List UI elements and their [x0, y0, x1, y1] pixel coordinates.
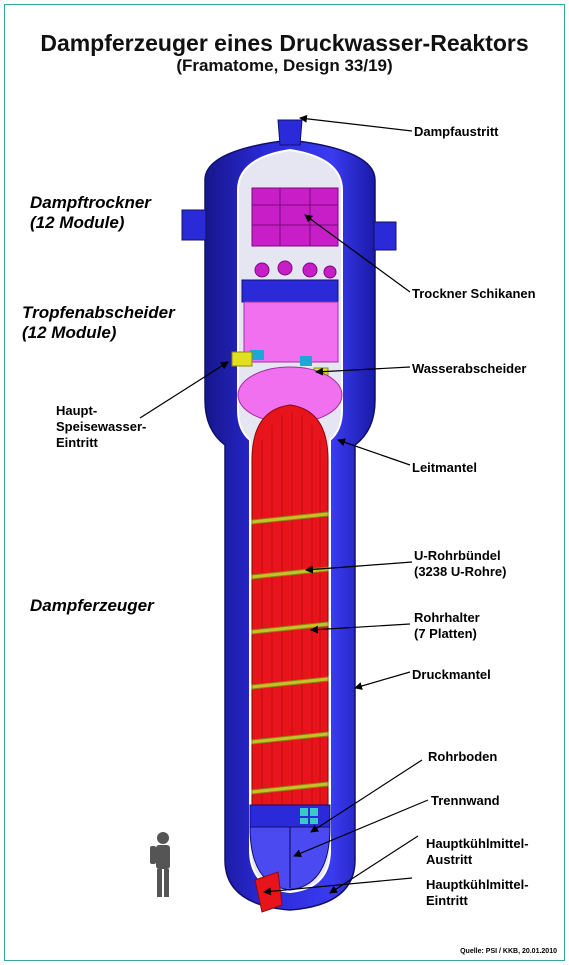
label-rh-line2: (7 Platten) — [414, 626, 480, 642]
label-hkm-austritt: Hauptkühlmittel- Austritt — [426, 836, 529, 868]
label-druckmantel: Druckmantel — [412, 667, 491, 683]
arrow-druckmantel — [355, 672, 410, 688]
section-dampferzeuger: Dampferzeuger — [30, 596, 154, 616]
section-dampftrockner-line1: Dampftrockner — [30, 193, 151, 213]
feedwater-inlet — [232, 352, 252, 366]
section-tropfenabscheider-line2: (12 Module) — [22, 323, 175, 343]
label-hs-line3: Eintritt — [56, 435, 146, 451]
source-credit: Quelle: PSI / KKB, 20.01.2010 — [460, 948, 557, 955]
label-u-rohrbuendel: U-Rohrbündel (3238 U-Rohre) — [414, 548, 506, 580]
label-urb-line2: (3238 U-Rohre) — [414, 564, 506, 580]
section-dampftrockner-line2: (12 Module) — [30, 213, 151, 233]
label-rh-line1: Rohrhalter — [414, 610, 480, 626]
steam-dryer — [252, 188, 338, 246]
label-hkm-eintritt: Hauptkühlmittel- Eintritt — [426, 877, 529, 909]
label-hkme-line2: Eintritt — [426, 893, 529, 909]
steam-outlet-nozzle — [278, 120, 302, 145]
label-hkma-line2: Austritt — [426, 852, 529, 868]
support-lug-right — [374, 222, 396, 250]
u-tube-bundle — [252, 405, 328, 805]
arrow-dampfaustritt — [300, 118, 412, 131]
label-urb-line1: U-Rohrbündel — [414, 548, 506, 564]
label-dampfaustritt: Dampfaustritt — [414, 124, 499, 140]
label-haupt-speisewasser: Haupt- Speisewasser- Eintritt — [56, 403, 146, 451]
person-scale-figure — [150, 832, 170, 897]
label-trennwand: Trennwand — [431, 793, 500, 809]
support-lug-left — [182, 210, 206, 240]
label-leitmantel: Leitmantel — [412, 460, 477, 476]
label-hkme-line1: Hauptkühlmittel- — [426, 877, 529, 893]
label-hs-line2: Speisewasser- — [56, 419, 146, 435]
label-hs-line1: Haupt- — [56, 403, 146, 419]
label-rohrboden: Rohrboden — [428, 749, 497, 765]
label-wasserabscheider: Wasserabscheider — [412, 361, 526, 377]
label-rohrhalter: Rohrhalter (7 Platten) — [414, 610, 480, 642]
section-tropfenabscheider-line1: Tropfenabscheider — [22, 303, 175, 323]
label-hkma-line1: Hauptkühlmittel- — [426, 836, 529, 852]
dryer-deck — [242, 280, 338, 302]
section-dampftrockner: Dampftrockner (12 Module) — [30, 193, 151, 233]
section-tropfenabscheider: Tropfenabscheider (12 Module) — [22, 303, 175, 343]
label-trockner-schikanen: Trockner Schikanen — [412, 286, 536, 302]
